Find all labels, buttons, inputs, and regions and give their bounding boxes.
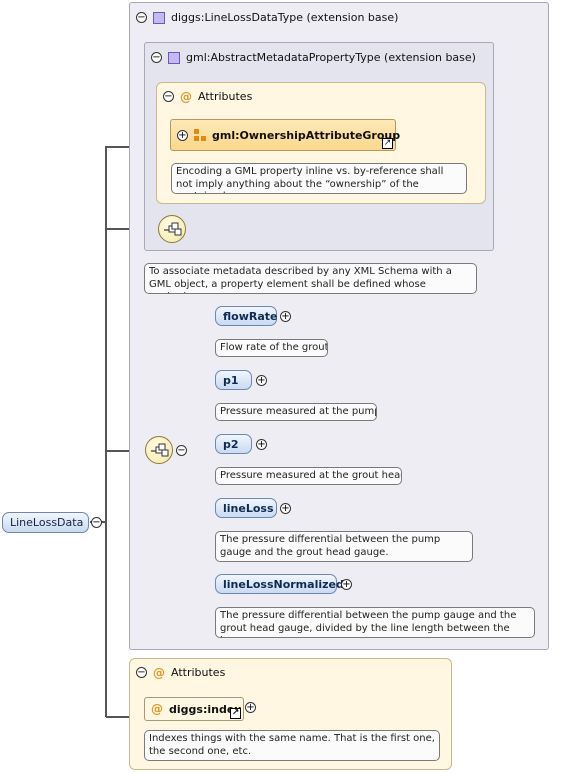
- element-label: p2: [223, 437, 239, 451]
- sequence-icon: [151, 443, 169, 457]
- root-element-linelossdata[interactable]: LineLossData: [2, 512, 89, 533]
- sequence-icon: [164, 222, 182, 236]
- root-element-collapse-toggle[interactable]: −: [91, 517, 102, 528]
- element-linelossnormalized-expand-toggle[interactable]: +: [341, 579, 352, 590]
- element-p2-annotation: Pressure measured at the grout head: [215, 467, 402, 485]
- element-label: lineLossNormalized: [223, 577, 344, 591]
- outer-type-header: − diggs:LineLossDataType (extension base…: [136, 11, 398, 24]
- inner-attributes-label: Attributes: [198, 90, 253, 103]
- main-sequence-compositor[interactable]: [145, 436, 173, 464]
- element-lineloss-expand-toggle[interactable]: +: [280, 503, 291, 514]
- element-label: p1: [223, 373, 239, 387]
- element-p2[interactable]: p2: [215, 434, 252, 454]
- attribute-group-label: gml:OwnershipAttributeGroup: [212, 128, 401, 142]
- element-flowrate-annotation: Flow rate of the grout: [215, 339, 328, 357]
- attribute-diggs-index-expand-toggle[interactable]: +: [245, 702, 256, 713]
- inner-type-label: gml:AbstractMetadataPropertyType (extens…: [186, 51, 476, 64]
- attribute-icon: @: [180, 89, 192, 104]
- main-sequence-collapse-toggle[interactable]: −: [176, 445, 187, 456]
- attribute-label: diggs:index: [169, 702, 242, 716]
- metadata-annotation: To associate metadata described by any X…: [144, 263, 477, 294]
- reference-arrow-icon[interactable]: ↗: [382, 138, 393, 149]
- outer-attributes-label: Attributes: [171, 666, 226, 679]
- element-p2-expand-toggle[interactable]: +: [256, 439, 267, 450]
- element-label: lineLoss: [223, 501, 274, 515]
- root-element-label: LineLossData: [10, 516, 84, 529]
- complex-type-icon: [153, 11, 165, 24]
- metadata-sequence-compositor[interactable]: [158, 215, 186, 243]
- root-connector-vertical: [105, 146, 107, 717]
- ownership-attribute-group[interactable]: + gml:OwnershipAttributeGroup ↗: [170, 119, 400, 151]
- attribute-icon: @: [151, 702, 163, 716]
- attribute-group-icon: [194, 129, 206, 141]
- outer-type-collapse-toggle[interactable]: −: [136, 12, 147, 23]
- element-lineloss[interactable]: lineLoss: [215, 498, 277, 518]
- element-flowrate-expand-toggle[interactable]: +: [280, 311, 291, 322]
- complex-type-icon: [168, 51, 180, 64]
- connector-to-main-sequence: [106, 450, 146, 452]
- attribute-diggs-index-annotation: Indexes things with the same name. That …: [144, 730, 440, 761]
- element-p1-expand-toggle[interactable]: +: [256, 375, 267, 386]
- element-linelossnormalized-annotation: The pressure differential between the pu…: [215, 607, 535, 638]
- inner-attributes-collapse-toggle[interactable]: −: [163, 91, 174, 102]
- element-p1[interactable]: p1: [215, 370, 252, 390]
- attribute-diggs-index[interactable]: @ diggs:index ↗: [144, 697, 244, 721]
- attribute-group-annotation: Encoding a GML property inline vs. by-re…: [171, 163, 467, 194]
- inner-type-collapse-toggle[interactable]: −: [151, 52, 162, 63]
- element-flowrate[interactable]: flowRate: [215, 306, 277, 326]
- element-lineloss-annotation: The pressure differential between the pu…: [215, 531, 473, 562]
- outer-attributes-header: − @ Attributes: [136, 666, 225, 679]
- element-linelossnormalized[interactable]: lineLossNormalized: [215, 574, 344, 594]
- outer-attributes-collapse-toggle[interactable]: −: [136, 667, 147, 678]
- element-p1-annotation: Pressure measured at the pump: [215, 403, 377, 421]
- reference-arrow-icon[interactable]: ↗: [230, 708, 241, 719]
- inner-type-header: − gml:AbstractMetadataPropertyType (exte…: [151, 51, 476, 64]
- inner-attributes-header: − @ Attributes: [163, 90, 252, 103]
- attribute-icon: @: [153, 665, 165, 680]
- element-label: flowRate: [223, 309, 278, 323]
- connector-to-index-attribute: [106, 716, 146, 718]
- attribute-group-expand-toggle[interactable]: +: [177, 129, 188, 141]
- outer-type-label: diggs:LineLossDataType (extension base): [171, 11, 399, 24]
